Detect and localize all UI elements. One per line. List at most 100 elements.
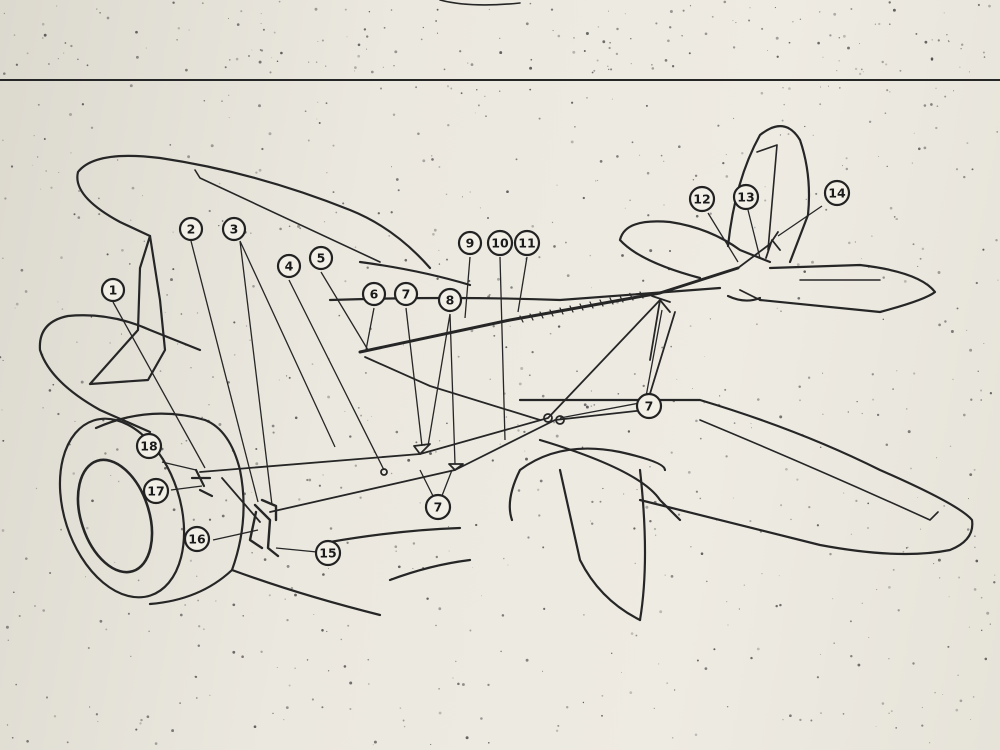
speckle-dot — [422, 159, 426, 163]
speckle-dot — [399, 707, 402, 709]
speckle-dot — [974, 535, 976, 538]
speckle-dot — [956, 307, 959, 310]
speckle-dot — [601, 714, 603, 717]
speckle-dot — [782, 718, 784, 721]
callout-16: 16 — [183, 525, 211, 553]
speckle-dot — [10, 165, 14, 168]
speckle-dot — [782, 86, 784, 89]
speckle-dot — [585, 32, 589, 35]
speckle-dot — [172, 508, 176, 512]
speckle-dot — [733, 117, 735, 119]
speckle-dot — [861, 602, 863, 604]
speckle-dot — [977, 3, 980, 7]
speckle-dot — [394, 50, 398, 54]
speckle-dot — [785, 467, 788, 471]
speckle-dot — [98, 197, 100, 200]
speckle-dot — [465, 736, 469, 740]
speckle-dot — [506, 190, 509, 194]
svg-text:9: 9 — [466, 236, 475, 251]
speckle-dot — [25, 557, 28, 560]
speckle-dot — [99, 12, 101, 14]
speckle-dot — [661, 346, 664, 349]
speckle-dot — [924, 40, 928, 44]
speckle-dot — [57, 301, 59, 303]
speckle-dot — [285, 706, 289, 709]
speckle-dot — [255, 171, 258, 174]
speckle-dot — [947, 645, 950, 648]
speckle-dot — [459, 50, 462, 53]
speckle-dot — [723, 0, 727, 4]
speckle-dot — [135, 728, 138, 731]
speckle-dot — [897, 609, 900, 612]
speckle-dot — [935, 87, 937, 89]
speckle-dot — [829, 34, 832, 37]
speckle-dot — [363, 28, 367, 31]
speckle-dot — [583, 403, 587, 407]
cable-lower — [269, 409, 646, 513]
speckle-dot — [833, 12, 837, 16]
speckle-dot — [927, 282, 929, 284]
speckle-dot — [7, 639, 10, 641]
speckle-dot — [841, 165, 844, 167]
speckle-dot — [360, 414, 363, 417]
leader-lines — [112, 205, 823, 553]
callout-5: 5 — [308, 245, 334, 271]
speckle-dot — [549, 332, 552, 335]
callout-6: 6 — [361, 281, 387, 307]
speckle-dot — [973, 468, 976, 471]
speckle-dot — [682, 9, 685, 12]
speckle-dot — [591, 71, 594, 74]
speckle-dot — [911, 162, 914, 164]
speckle-dot — [726, 601, 728, 603]
speckle-dot — [370, 415, 372, 417]
speckle-dot — [321, 629, 324, 632]
speckle-dot — [446, 422, 448, 425]
speckle-dot — [241, 655, 244, 658]
speckle-dot — [690, 546, 692, 548]
speckle-dot — [31, 164, 33, 166]
speckle-dot — [99, 619, 103, 623]
speckle-dot — [260, 650, 263, 653]
speckle-dot — [15, 683, 17, 686]
speckle-dot — [997, 279, 999, 281]
speckle-dot — [354, 464, 357, 467]
speckle-dot — [968, 498, 969, 500]
speckle-dot — [855, 499, 858, 503]
speckle-dot — [57, 58, 59, 60]
speckle-dot — [551, 221, 554, 224]
speckle-dot — [135, 30, 138, 34]
speckle-dot — [499, 37, 501, 39]
speckle-dot — [597, 26, 600, 28]
speckle-dot — [977, 370, 979, 372]
speckle-dot — [184, 604, 187, 606]
speckle-dot — [764, 199, 767, 202]
speckle-dot — [913, 372, 916, 375]
speckle-dot — [790, 518, 792, 521]
speckle-dot — [905, 408, 908, 410]
speckle-dot — [969, 348, 973, 352]
speckle-dot — [446, 85, 450, 88]
elevator-push-rod — [358, 266, 740, 354]
lower-right-wing-aileron — [699, 419, 939, 521]
speckle-dot — [279, 227, 282, 231]
speckle-dot — [487, 683, 490, 687]
speckle-dot — [488, 8, 491, 11]
speckle-dot — [918, 147, 921, 151]
svg-text:12: 12 — [693, 192, 710, 207]
speckle-dot — [40, 188, 42, 190]
speckle-dot — [388, 235, 391, 237]
callout-15: 15 — [314, 539, 342, 567]
speckle-dot — [862, 71, 864, 73]
speckle-dot — [611, 98, 613, 100]
speckle-dot — [146, 715, 150, 719]
speckle-dot — [888, 658, 890, 660]
speckle-dot — [593, 404, 596, 406]
top-page-mark — [439, 0, 521, 6]
speckle-dot — [556, 184, 558, 186]
speckle-dot — [13, 34, 16, 36]
speckle-dot — [260, 49, 264, 52]
speckle-dot — [808, 506, 811, 509]
speckle-dot — [642, 384, 645, 388]
speckle-dot — [980, 389, 983, 392]
speckle-dot — [750, 656, 753, 660]
